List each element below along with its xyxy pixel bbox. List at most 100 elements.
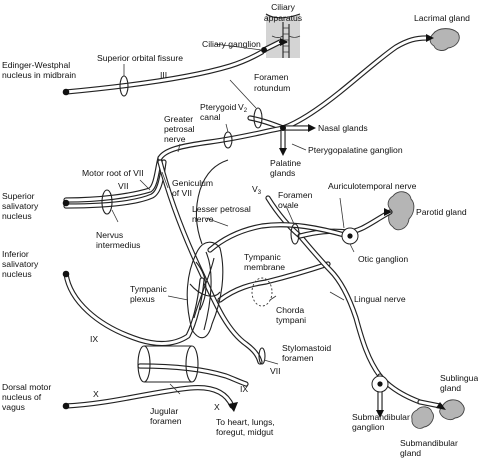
leader-lines — [111, 43, 355, 395]
foramen-rotundum-label-2: rotundum — [254, 83, 290, 93]
submandibular-ganglion-label-1: Submandibular — [352, 412, 410, 422]
dorsal-motor-label-2: nucleus of — [2, 392, 42, 402]
ciliary-ganglion-label: Ciliary ganglion — [202, 39, 261, 49]
ciliary-apparatus-label-1: Ciliary — [271, 2, 296, 12]
jugular-foramen — [137, 345, 199, 383]
zygomatic-lacrimal-branch — [280, 35, 429, 131]
auriculotemporal-label: Auriculotemporal nerve — [328, 181, 417, 191]
edinger-westphal-dot — [62, 88, 70, 96]
submandibular-arrow — [376, 410, 384, 418]
cn-iii-label: III — [160, 70, 167, 80]
v3-label: V3 — [252, 184, 262, 196]
foramen-ovale-label-2: ovale — [278, 200, 299, 210]
dorsal-motor-label-1: Dorsal motor — [2, 382, 51, 392]
palatine-glands-label-2: glands — [270, 168, 295, 178]
nuclei-dots — [62, 47, 383, 410]
geniculum-label-1: Geniculum — [172, 178, 213, 188]
inferior-salivatory-dot — [62, 270, 70, 278]
parotid-gland — [387, 191, 415, 231]
lesser-petrosal-label-1: Lesser petrosal — [192, 204, 251, 214]
facial-nerve-root — [63, 155, 163, 203]
tympanic-membrane-label-2: membrane — [244, 262, 285, 272]
superior-salivatory-label-1: Superior — [2, 191, 35, 201]
ciliary-ganglion-dot — [261, 47, 267, 53]
foramen-rotundum-ring — [253, 107, 263, 129]
lesser-petrosal-label-2: nerve — [192, 214, 214, 224]
nasal-glands-label: Nasal glands — [318, 123, 368, 133]
to-heart-label-2: foregut, midgut — [216, 427, 274, 437]
edinger-westphal-label-1: Edinger-Westphal — [2, 60, 70, 70]
inferior-salivatory-label-1: Inferior — [2, 249, 29, 259]
tympanic-plexus — [186, 241, 224, 339]
greater-petrosal-label-2: petrosal — [164, 124, 195, 134]
foramen-ovale-ring — [290, 223, 300, 245]
greater-petrosal-label-3: nerve — [164, 134, 186, 144]
otic-ganglion-label: Otic ganglion — [358, 254, 408, 264]
submandibular-ganglion-label-2: ganglion — [352, 422, 385, 432]
sublingual-gland-label-2: gland — [440, 383, 461, 393]
jugular-foramen-label-2: foramen — [150, 416, 182, 426]
stylomastoid-ring — [258, 347, 266, 365]
edinger-westphal-label-2: nucleus in midbrain — [2, 70, 76, 80]
lacrimal-arrow — [426, 34, 434, 42]
superior-orbital-fissure-label: Superior orbital fissure — [97, 53, 183, 63]
tympanic-membrane-label-1: Tympanic — [244, 252, 281, 262]
submandibular-gland-label-1: Submandibular — [400, 438, 458, 448]
stylomastoid-label-1: Stylomastoid — [282, 343, 331, 353]
chorda-tympani-label-2: tympani — [276, 315, 306, 325]
nasal-arrow — [308, 124, 316, 132]
stylomastoid-label-2: foramen — [282, 353, 314, 363]
cn-ix-left-label: IX — [90, 334, 98, 344]
tympanic-plexus-label-2: plexus — [130, 294, 155, 304]
ciliary-arrow — [280, 38, 288, 46]
inferior-salivatory-label-2: salivatory — [2, 259, 39, 269]
inferior-salivatory-label-3: nucleus — [2, 269, 32, 279]
nervus-intermedius-label-1: Nervus — [96, 230, 123, 240]
arrows — [228, 34, 446, 418]
geniculum-label-2: of VII — [172, 188, 192, 198]
motor-root-vii-label: Motor root of VII — [82, 168, 144, 178]
parotid-gland-label: Parotid gland — [416, 207, 467, 217]
cn-x-right-label: X — [214, 402, 220, 412]
sublingual-gland — [439, 399, 465, 421]
pterygopalatine-ganglion-dot — [280, 125, 286, 131]
facial-root-ring — [101, 189, 113, 215]
superior-salivatory-label-2: salivatory — [2, 201, 39, 211]
greater-petrosal-label-1: Greater — [164, 114, 193, 124]
cn-vii-upper-label: VII — [118, 181, 129, 191]
cn-x-left-label: X — [93, 389, 99, 399]
to-heart-label-1: To heart, lungs, — [216, 417, 275, 427]
parotid-arrow — [384, 208, 392, 216]
lacrimal-gland-label: Lacrimal gland — [414, 13, 470, 23]
superior-salivatory-dot — [62, 199, 70, 207]
lingual-nerve-label: Lingual nerve — [354, 294, 406, 304]
nervus-intermedius-label-2: intermedius — [96, 240, 140, 250]
jugular-foramen-label-1: Jugular — [150, 406, 178, 416]
tympanic-membrane — [251, 277, 273, 307]
submandibular-gland-label-2: gland — [400, 448, 421, 458]
nerve-pathways — [63, 35, 443, 413]
labels: Ciliary apparatus Lacrimal gland Edinger… — [2, 2, 478, 458]
dorsal-motor-label-3: vagus — [2, 402, 25, 412]
chorda-tympani-label-1: Chorda — [276, 305, 304, 315]
pterygoid-canal-label-1: Pterygoid — [200, 102, 237, 112]
tympanic-plexus-label-1: Tympanic — [130, 284, 167, 294]
superior-salivatory-label-3: nucleus — [2, 211, 32, 221]
palatine-arrow — [279, 148, 287, 156]
dorsal-vagal-dot — [62, 402, 70, 410]
foramen-ovale-label-1: Foramen — [278, 190, 313, 200]
submandibular-gland — [411, 406, 434, 429]
pterygoid-canal-label-2: canal — [200, 112, 221, 122]
foramen-rotundum-label-1: Foramen — [254, 72, 289, 82]
lacrimal-gland — [429, 28, 460, 51]
ciliary-apparatus-label-2: apparatus — [264, 13, 302, 23]
heart-arrow — [228, 402, 238, 412]
v2-label: V2 — [238, 102, 248, 114]
sublingual-gland-label-1: Sublingual — [440, 373, 478, 383]
cn-vii-lower-label: VII — [270, 366, 281, 376]
sublingual-arrow — [436, 402, 446, 410]
palatine-glands-label-1: Palatine — [270, 158, 301, 168]
cn-ix-right-label: IX — [240, 384, 248, 394]
